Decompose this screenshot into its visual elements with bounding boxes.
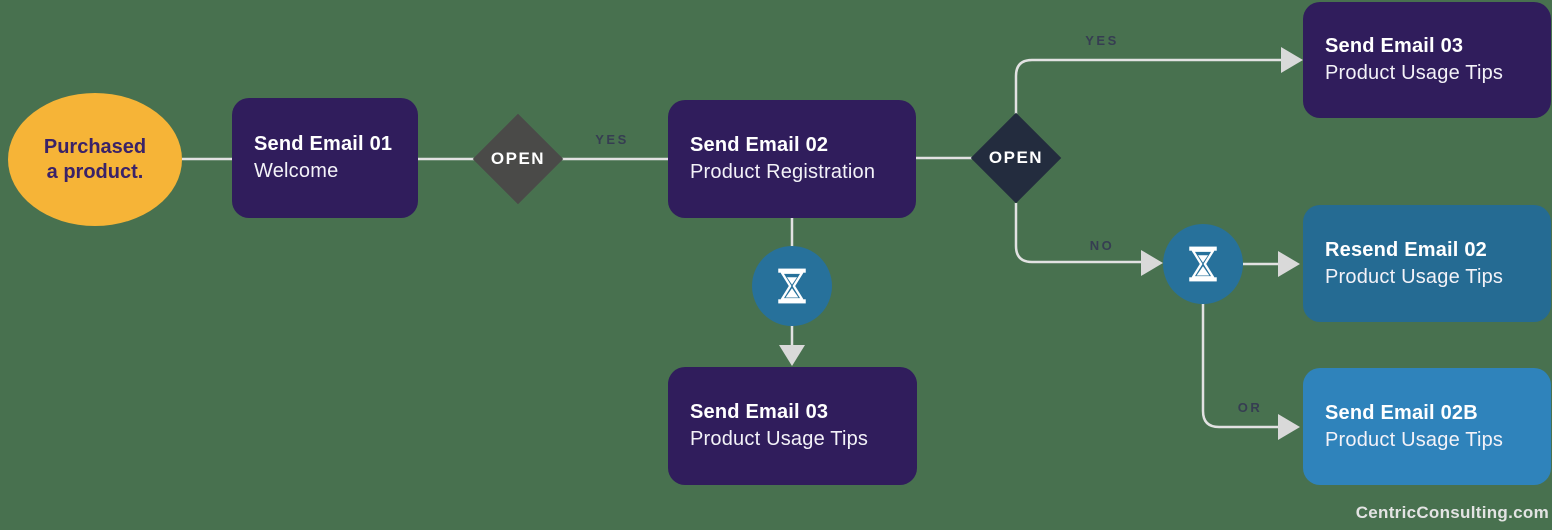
- wait-node-middle: [752, 246, 832, 326]
- decision-open-1: OPEN: [472, 113, 564, 205]
- edge-label-yes-2: YES: [1085, 33, 1119, 48]
- node-subtitle: Product Usage Tips: [1325, 428, 1504, 451]
- edge-label-yes-1: YES: [595, 132, 629, 147]
- edge-open2-no-down: [1014, 203, 1141, 264]
- start-label-line1: Purchased: [43, 135, 147, 158]
- node-title: Send Email 02B: [1325, 401, 1478, 424]
- arrowheads: [779, 47, 1303, 440]
- node-title: Resend Email 02: [1325, 238, 1487, 261]
- edge-label-or: OR: [1237, 400, 1263, 415]
- node-title: Send Email 03: [690, 401, 829, 423]
- brand-watermark: CentricConsulting.com: [1355, 503, 1549, 522]
- arrowhead-to-resend: [1278, 251, 1300, 277]
- start-node-purchased-product: Purchased a product.: [8, 93, 182, 226]
- node-title: Send Email 01: [254, 133, 393, 155]
- node-resend-email-02: Resend Email 02 Product Usage Tips: [1303, 205, 1551, 322]
- wait-node-right: [1163, 224, 1243, 304]
- start-label-line2: a product.: [46, 160, 144, 183]
- node-subtitle: Product Registration: [690, 161, 876, 183]
- arrowhead-to-email03-bottom: [779, 345, 805, 366]
- hourglass-icon: [778, 268, 806, 304]
- node-send-email-01: Send Email 01 Welcome: [232, 98, 418, 218]
- decision-open-2: OPEN: [970, 112, 1062, 204]
- arrowhead-to-wait2: [1141, 250, 1163, 276]
- edge-wait2-or-down: [1201, 304, 1278, 429]
- node-subtitle: Product Usage Tips: [1325, 265, 1504, 288]
- node-subtitle: Product Usage Tips: [1325, 62, 1504, 84]
- node-send-email-03-top: Send Email 03 Product Usage Tips: [1303, 2, 1551, 118]
- node-subtitle: Welcome: [254, 160, 339, 182]
- edge-open2-yes-up: [1014, 58, 1281, 114]
- decision-label: OPEN: [490, 149, 546, 168]
- hourglass-icon: [1189, 246, 1217, 282]
- node-subtitle: Product Usage Tips: [690, 428, 869, 450]
- decision-label: OPEN: [988, 148, 1044, 167]
- node-send-email-03-bottom: Send Email 03 Product Usage Tips: [668, 367, 917, 485]
- node-send-email-02b: Send Email 02B Product Usage Tips: [1303, 368, 1551, 485]
- node-title: Send Email 02: [690, 134, 829, 156]
- arrowhead-to-email03-top: [1281, 47, 1303, 73]
- node-send-email-02: Send Email 02 Product Registration: [668, 100, 916, 218]
- flow-lines: [182, 58, 1281, 429]
- node-title: Send Email 03: [1325, 35, 1464, 57]
- arrowhead-to-email02b: [1278, 414, 1300, 440]
- edge-label-no: NO: [1089, 238, 1115, 253]
